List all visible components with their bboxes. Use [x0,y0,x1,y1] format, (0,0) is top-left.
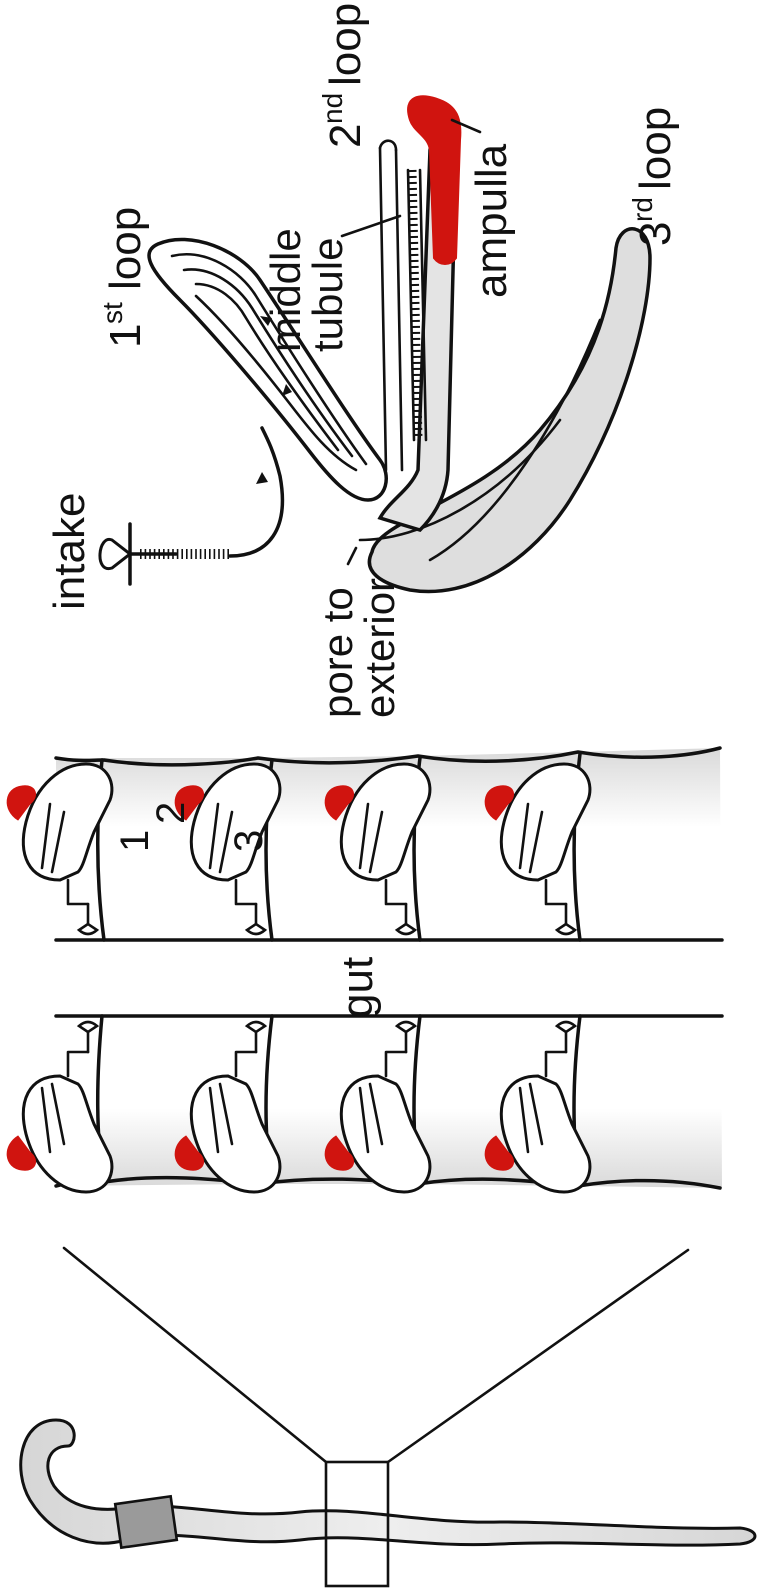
svg-text:rd: rd [627,197,658,222]
whole-worm [21,1420,755,1586]
zoom-line-left [64,1248,326,1462]
seg-number-1: 1 [113,830,157,852]
svg-text:tubule: tubule [304,238,351,352]
label-third-loop: 3 rd loop [627,107,680,246]
label-intake: intake [45,493,94,610]
svg-text:loop: loop [321,3,370,86]
svg-text:2: 2 [321,124,370,148]
svg-text:st: st [97,302,128,324]
svg-text:1: 1 [101,324,150,348]
seg-number-2: 2 [149,802,193,824]
label-ampulla: ampulla [467,143,516,298]
zoom-line-right [388,1250,688,1462]
label-gut: gut [333,957,382,1018]
svg-text:exterior: exterior [356,578,403,718]
seg-number-3: 3 [227,830,271,852]
label-first-loop: 1 st loop [97,207,150,348]
label-second-loop: 2 nd loop [317,3,370,148]
label-pore-to-exterior: pore to exterior [314,578,403,718]
svg-text:loop: loop [101,207,150,290]
svg-text:middle: middle [262,228,309,352]
svg-text:3: 3 [631,222,680,246]
worm-segments: gut 1 2 3 [7,748,722,1192]
clitellum [115,1496,177,1547]
svg-text:loop: loop [631,107,680,190]
label-middle-tubule: middle tubule [262,228,351,352]
nephridium-detail: intake 1 st loop middle tubule 2 nd loop… [45,3,680,718]
svg-text:pore to: pore to [314,587,361,718]
svg-text:nd: nd [317,93,348,124]
